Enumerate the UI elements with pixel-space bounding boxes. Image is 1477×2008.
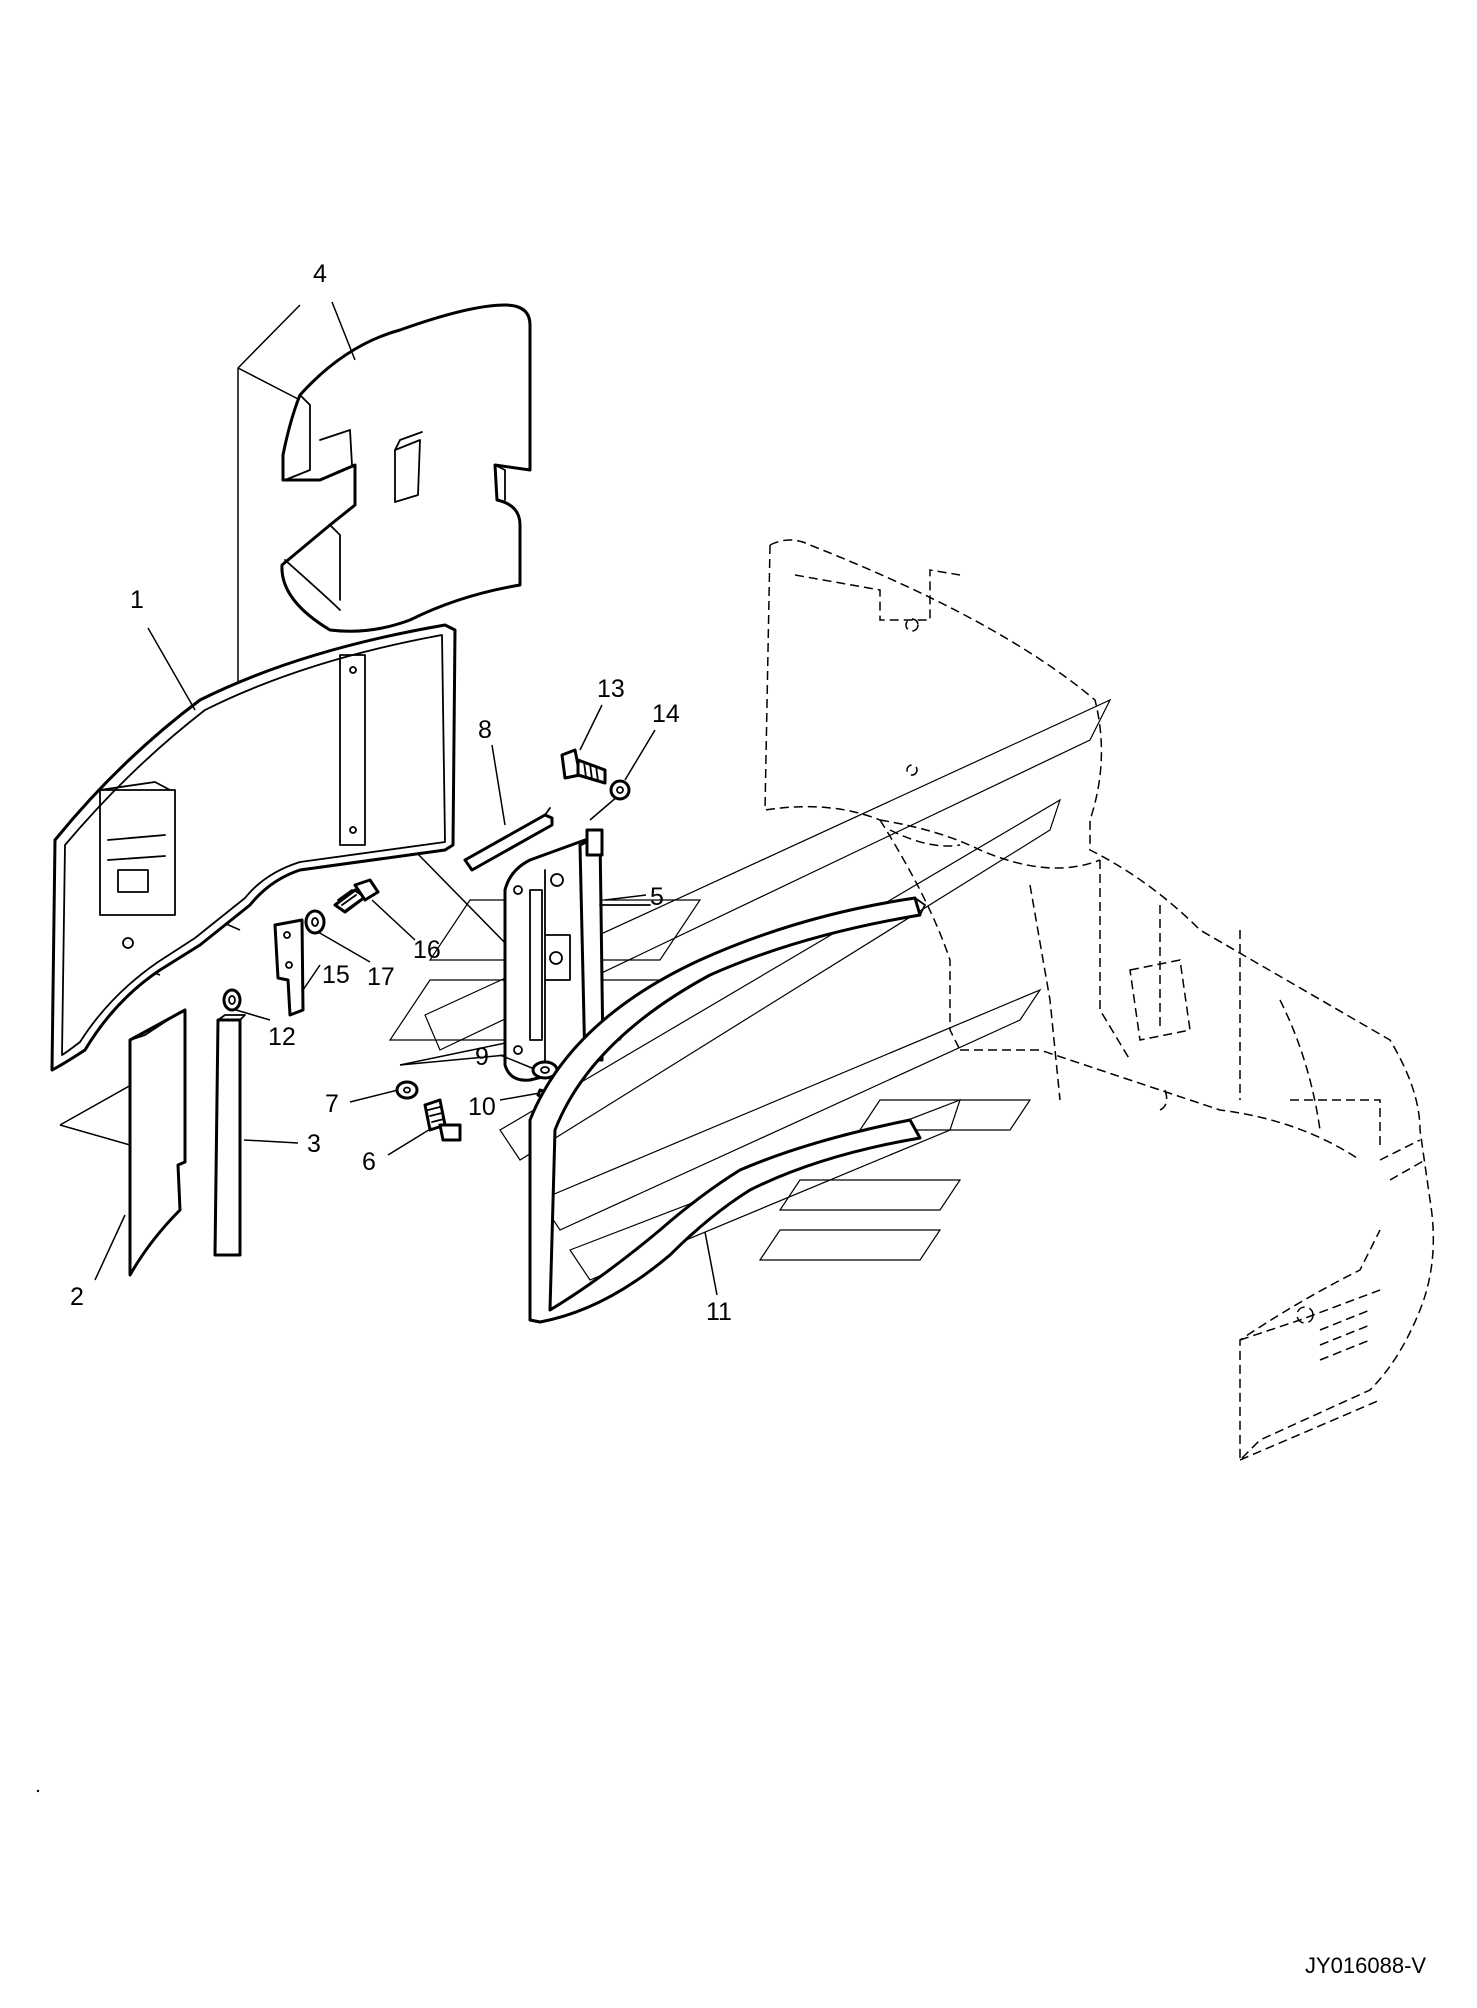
bolt-part-6 [423, 1098, 462, 1142]
callout-5: 5 [650, 883, 664, 911]
callout-leaders [94, 301, 718, 1296]
cover-body-outline [764, 539, 1435, 1462]
callout-11: 11 [706, 1298, 732, 1326]
callout-labels: 1 2 3 4 5 6 7 8 9 10 11 12 13 14 15 16 1… [70, 260, 732, 1326]
watermark-logo [388, 698, 1112, 1281]
callout-16: 16 [413, 936, 441, 964]
callout-15: 15 [322, 961, 350, 989]
bolt-part-13 [560, 748, 607, 785]
weather-strip-part-11 [528, 896, 926, 1324]
washer-part-17 [304, 909, 326, 935]
seal-bar-part-3 [213, 1014, 246, 1257]
callout-14: 14 [652, 700, 680, 728]
callout-7: 7 [325, 1090, 339, 1118]
hinge-part-5 [503, 828, 651, 1082]
callout-2: 2 [70, 1283, 84, 1311]
washer-part-12 [222, 988, 242, 1012]
washer-part-14 [609, 779, 631, 801]
bolt-part-16 [333, 878, 380, 914]
callout-3: 3 [307, 1130, 321, 1158]
callout-10: 10 [468, 1093, 496, 1121]
washer-part-7 [395, 1080, 419, 1100]
callout-6: 6 [362, 1148, 376, 1176]
callout-9: 9 [475, 1043, 489, 1071]
callout-12: 12 [268, 1023, 296, 1051]
door-panel-part-1 [50, 623, 457, 1072]
pin-part-8 [463, 807, 554, 872]
callout-13: 13 [597, 675, 625, 703]
callout-8: 8 [478, 716, 492, 744]
insulation-pad-part-4 [280, 303, 532, 633]
drawing-code: JY016088-V [1305, 1953, 1426, 1978]
callout-4: 4 [313, 260, 327, 288]
seal-strip-part-2 [128, 1008, 187, 1277]
stray-dot-mark [36, 1789, 40, 1793]
callout-1: 1 [130, 586, 144, 614]
plate-part-15 [273, 918, 305, 1017]
callout-17: 17 [367, 963, 395, 991]
